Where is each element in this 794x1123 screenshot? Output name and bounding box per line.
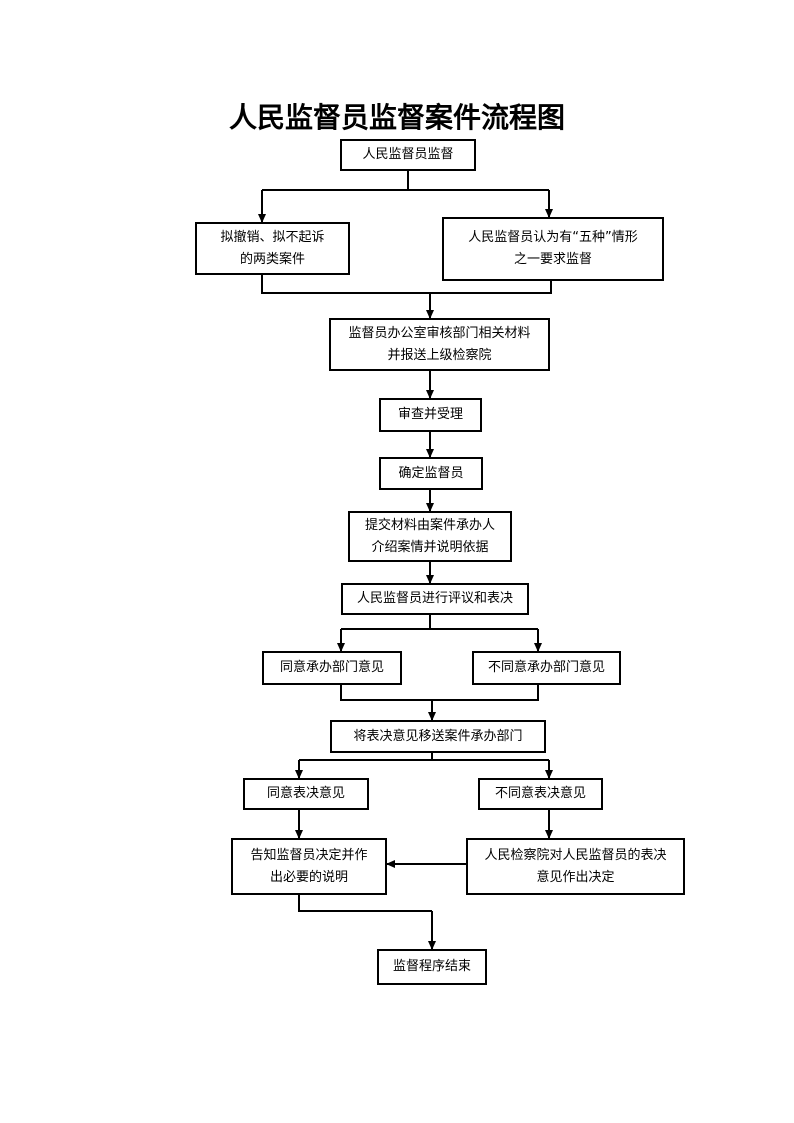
node-determine-supervisor: 确定监督员: [379, 457, 483, 490]
connector-merge-2: [340, 684, 539, 701]
connector-send-split: [299, 752, 549, 761]
connector-merge-1: [261, 274, 552, 294]
node-send-to-dept: 将表决意见移送案件承办部门: [330, 720, 546, 753]
page-title: 人民监督员监督案件流程图: [228, 101, 565, 134]
node-notify: 告知监督员决定并作 出必要的说明: [231, 838, 387, 895]
connector-deliberation-split: [341, 614, 538, 630]
node-agree-vote: 同意表决意见: [243, 778, 369, 810]
node-office-review: 监督员办公室审核部门相关材料 并报送上级检察院: [329, 318, 550, 371]
node-disagree-dept: 不同意承办部门意见: [472, 651, 621, 685]
node-deliberation: 人民监督员进行评议和表决: [341, 583, 529, 615]
node-review-accept: 审查并受理: [379, 398, 482, 432]
node-procuratorate-decision: 人民检察院对人民监督员的表决 意见作出决定: [466, 838, 685, 895]
node-agree-dept: 同意承办部门意见: [262, 651, 402, 685]
node-submit-materials: 提交材料由案件承办人 介绍案情并说明依据: [348, 511, 512, 562]
node-start: 人民监督员监督: [340, 139, 476, 171]
node-case-types-a: 拟撤销、拟不起诉 的两类案件: [195, 222, 350, 275]
node-disagree-vote: 不同意表决意见: [478, 778, 603, 810]
node-end: 监督程序结束: [377, 949, 487, 985]
connector-start-split: [262, 170, 549, 191]
node-case-types-b: 人民监督员认为有“五种”情形 之一要求监督: [442, 217, 664, 281]
connector-to-end: [298, 894, 432, 912]
